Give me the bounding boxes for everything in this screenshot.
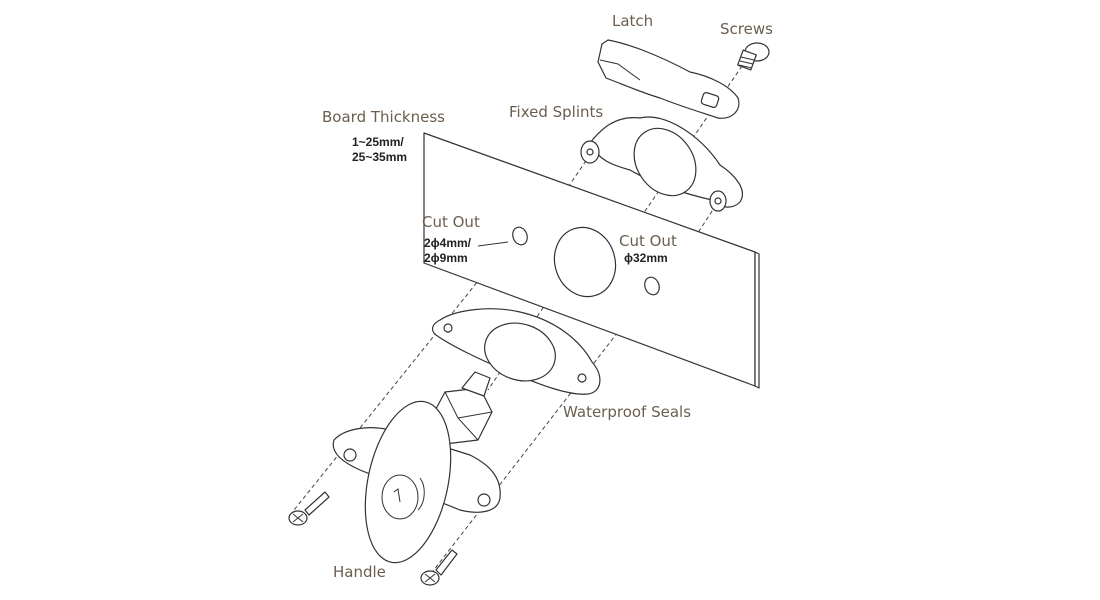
handle-nut-edges: [444, 391, 493, 441]
fixed-splint: [580, 116, 743, 212]
cut-out-small-spec-line-1: 2ϕ4mm/: [424, 236, 472, 250]
bottom-screw-shank: [435, 549, 458, 576]
latch-body: [597, 39, 740, 119]
splint-center-hole: [633, 127, 697, 197]
waterproof-seal: [431, 308, 601, 395]
latch-part: [597, 39, 740, 119]
bottom-left-screw-cross: [292, 513, 304, 523]
handle-key-slot: [393, 488, 401, 503]
board-thickness-spec: 1~25mm/ 25~35mm: [352, 135, 407, 165]
bottom-left-screw-shank: [304, 491, 330, 516]
cut-out-large-spec: ϕ32mm: [624, 251, 668, 265]
handle-knob-face: [364, 400, 452, 564]
label-screws: Screws: [720, 20, 773, 38]
top-screw: [737, 42, 770, 71]
bottom-left-screw: [288, 491, 330, 526]
label-handle: Handle: [333, 563, 386, 581]
top-screw-thread: [738, 56, 755, 69]
handle-key-ring: [381, 474, 419, 520]
label-cut-out-small: Cut Out: [422, 213, 480, 231]
label-board-thickness: Board Thickness: [322, 108, 445, 126]
top-screw-shank: [737, 49, 757, 71]
splint-boss-right-hole: [714, 197, 722, 205]
handle-stem: [461, 371, 491, 397]
label-cut-out-large: Cut Out: [619, 232, 677, 250]
axis-splint-right: [689, 204, 717, 246]
board-thickness-spec-line-2: 25~35mm: [352, 150, 408, 164]
label-waterproof-seals: Waterproof Seals: [563, 403, 692, 421]
axis-center-upper: [577, 184, 664, 309]
board-edge: [754, 251, 760, 389]
handle-flange-hole-left: [343, 448, 357, 462]
axis-right-hole: [429, 287, 653, 576]
seal-hole-right: [577, 373, 587, 383]
latch-crease: [599, 59, 641, 81]
seal-hole-left: [443, 323, 453, 333]
cutout-large-hole: [553, 226, 617, 298]
splint-boss-left-hole: [586, 148, 594, 156]
label-latch: Latch: [612, 12, 654, 30]
cut-out-small-spec: 2ϕ4mm/ 2ϕ9mm: [424, 236, 471, 266]
bottom-screw: [420, 549, 458, 586]
board: [423, 132, 760, 389]
bottom-screw-cross: [424, 573, 436, 583]
cutout-leader-line: [477, 241, 509, 247]
latch-square-hole: [700, 92, 720, 108]
label-fixed-splints: Fixed Splints: [509, 103, 604, 121]
seal-center-hole: [484, 322, 556, 382]
handle-flange-hole-right: [477, 493, 491, 507]
handle-arc-arrow: [417, 477, 425, 511]
handle-part: [332, 371, 501, 564]
cutout-small-hole-left: [512, 226, 528, 246]
cut-out-small-spec-line-2: 2ϕ9mm: [424, 251, 468, 265]
board-thickness-spec-line-1: 1~25mm/: [352, 135, 404, 149]
axis-left-hole: [289, 249, 504, 516]
cutout-small-hole-right: [644, 276, 660, 296]
